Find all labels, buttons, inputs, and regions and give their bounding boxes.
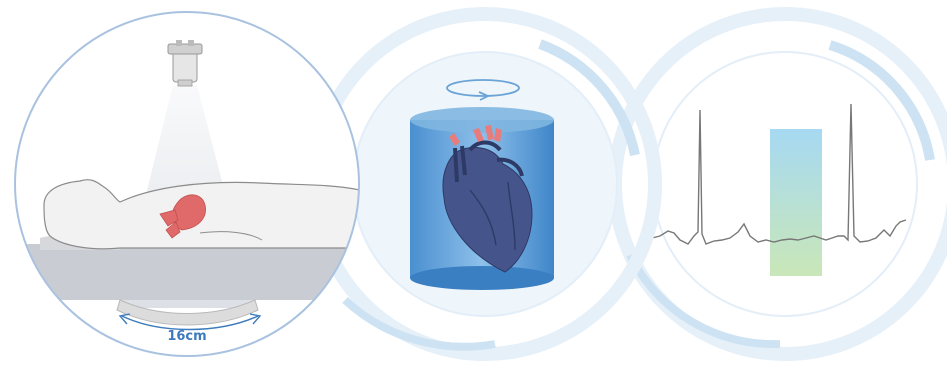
ecg-panel-arc-accent-top xyxy=(830,45,930,160)
patient-table xyxy=(15,244,360,300)
ecg-panel xyxy=(615,14,947,354)
x-ray-tube-icon xyxy=(168,40,202,86)
volume-cylinder-bottom xyxy=(410,266,554,290)
volume-cylinder-top xyxy=(410,107,554,133)
measurement-label: 16cm xyxy=(167,329,206,344)
ct-setup-panel: 16cm xyxy=(15,12,360,356)
heart-panel xyxy=(315,14,655,354)
gating-window xyxy=(770,129,822,276)
